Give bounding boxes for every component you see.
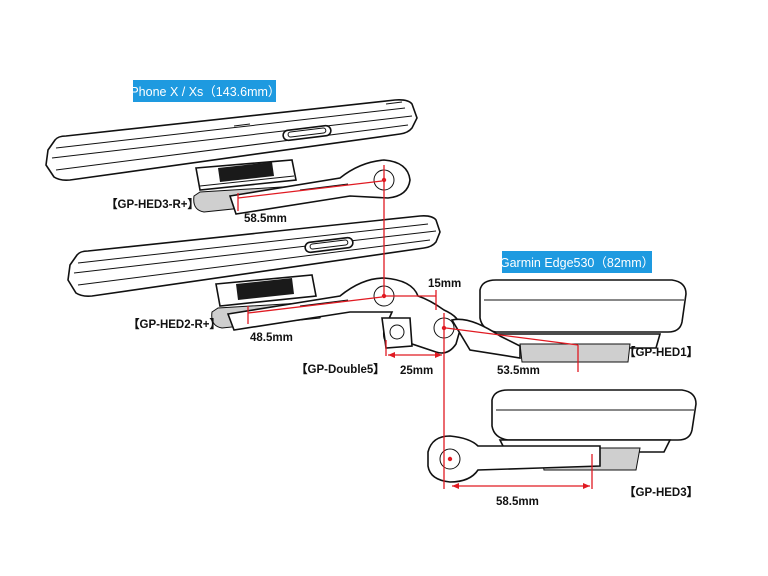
label-hed2-r-plus: 【GP-HED2-R+】 (128, 318, 221, 331)
label-hed3-r-plus: 【GP-HED3-R+】 (106, 198, 199, 211)
iphone-top-drawing (45, 99, 418, 213)
dimension-lines (237, 165, 593, 489)
dimension-hed1: 53.5mm (497, 365, 540, 377)
dimension-offset-vertical: 15mm (428, 278, 461, 290)
label-hed1: 【GP-HED1】 (624, 346, 698, 359)
dimension-hed2-r-plus: 48.5mm (250, 332, 293, 344)
dimension-hed3: 58.5mm (496, 496, 539, 508)
iphone-badge-text: iPhone X / Xs（143.6mm） (128, 85, 281, 99)
dimension-double5-spacing: 25mm (400, 365, 433, 377)
iphone-badge: iPhone X / Xs（143.6mm） (128, 80, 281, 102)
garmin-badge: Garmin Edge530（82mm） (500, 251, 654, 273)
iphone-middle-drawing (67, 215, 441, 329)
dimension-hed3-r-plus: 58.5mm (244, 213, 287, 225)
garmin-upper-drawing (450, 279, 687, 363)
garmin-badge-text: Garmin Edge530（82mm） (500, 256, 654, 270)
double5-arm (226, 277, 461, 354)
label-hed3: 【GP-HED3】 (624, 486, 698, 499)
label-double5: 【GP-Double5】 (296, 363, 385, 376)
